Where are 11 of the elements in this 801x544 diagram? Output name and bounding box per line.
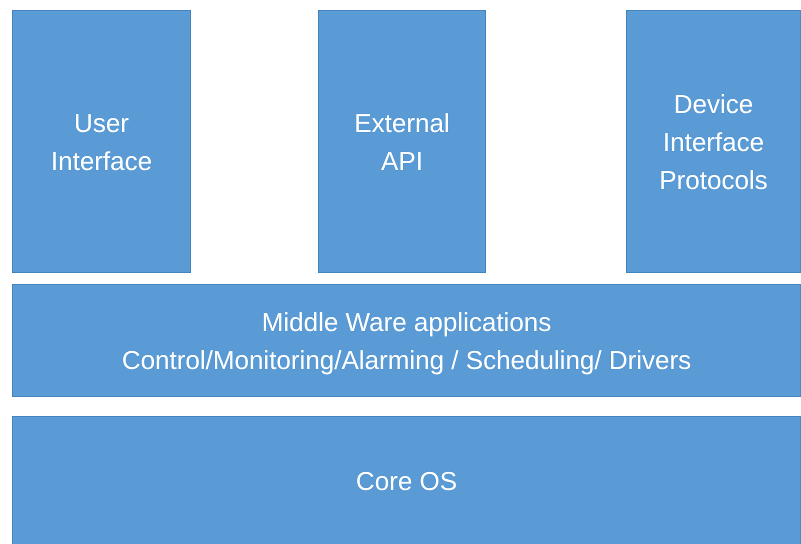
layer-block	[12, 284, 801, 397]
block-label: User Interface	[50, 106, 154, 178]
layer-block	[626, 10, 801, 273]
block-label: External API	[353, 106, 451, 178]
layer-block	[12, 416, 801, 544]
block-label: Core OS	[356, 465, 458, 498]
layer-block	[318, 10, 486, 273]
block-label: Middle Ware applications	[262, 306, 552, 338]
block-label: Device Interface Protocols	[658, 88, 769, 196]
block-description: Control/Monitoring/Alarming / Scheduling/ Drivers	[122, 344, 692, 376]
layer-block	[12, 10, 191, 273]
